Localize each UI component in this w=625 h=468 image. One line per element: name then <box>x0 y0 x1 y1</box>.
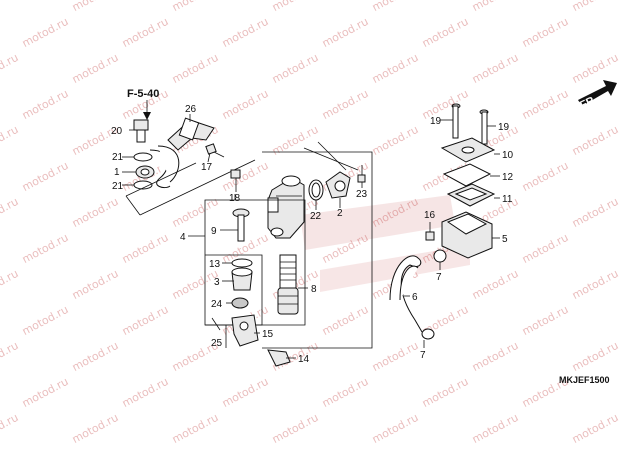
part-joint-15[interactable] <box>231 314 259 347</box>
part-clip-7b[interactable] <box>421 328 435 340</box>
front-direction-arrow-icon <box>578 80 617 106</box>
callout-2[interactable]: 2 <box>337 208 343 219</box>
callout-1[interactable]: 1 <box>114 167 120 178</box>
callout-11[interactable]: 11 <box>502 194 513 205</box>
callout-24[interactable]: 24 <box>211 299 223 310</box>
callout-26[interactable]: 26 <box>185 104 197 115</box>
callout-21a[interactable]: 21 <box>112 152 124 163</box>
part-screw-23[interactable] <box>357 165 366 183</box>
reference-label[interactable]: F-5-40 <box>127 88 159 100</box>
part-boot-3[interactable] <box>231 267 253 291</box>
callout-8[interactable]: 8 <box>311 284 317 295</box>
part-bolt-16[interactable] <box>425 231 435 241</box>
part-bolt-18[interactable] <box>230 169 241 192</box>
callout-21b[interactable]: 21 <box>112 181 124 192</box>
callout-17[interactable]: 17 <box>201 162 213 173</box>
callout-20[interactable]: 20 <box>111 126 123 137</box>
callout-15[interactable]: 15 <box>262 329 274 340</box>
callout-14[interactable]: 14 <box>298 354 310 365</box>
callout-9[interactable]: 9 <box>211 226 217 237</box>
callout-19b[interactable]: 19 <box>498 122 510 133</box>
callout-4[interactable]: 4 <box>180 232 186 243</box>
callout-6[interactable]: 6 <box>412 292 418 303</box>
part-nut-24[interactable] <box>231 297 249 309</box>
part-hose-6[interactable] <box>389 255 423 333</box>
background-logo <box>300 195 470 292</box>
part-cap-10[interactable] <box>440 137 496 163</box>
callout-19a[interactable]: 19 <box>430 116 442 127</box>
callout-25[interactable]: 25 <box>211 338 223 349</box>
callout-10[interactable]: 10 <box>502 150 514 161</box>
part-clevis-14[interactable] <box>267 349 291 367</box>
part-diaphragm-11[interactable] <box>446 183 496 207</box>
part-bolt-20[interactable] <box>133 119 149 143</box>
part-bolt-17[interactable] <box>205 143 225 158</box>
part-pushrod-9[interactable] <box>232 208 250 242</box>
part-oring-22[interactable] <box>308 179 324 201</box>
part-bolt-19a[interactable] <box>451 103 461 139</box>
part-plate-12[interactable] <box>442 163 492 187</box>
callout-7a[interactable]: 7 <box>436 272 442 283</box>
callout-18[interactable]: 18 <box>229 193 241 204</box>
callout-13[interactable]: 13 <box>209 259 221 270</box>
part-washer-21a[interactable] <box>133 152 153 162</box>
part-pin-25[interactable] <box>211 317 221 331</box>
part-clip-7a[interactable] <box>433 249 447 263</box>
diagram-code: MKJEF1500 <box>559 375 610 385</box>
leader-lines <box>122 114 500 359</box>
part-master-cylinder-body[interactable] <box>267 175 305 239</box>
callout-23[interactable]: 23 <box>356 189 368 200</box>
part-bolt-19b[interactable] <box>479 109 489 145</box>
part-hose-upper[interactable] <box>149 117 215 189</box>
callout-22[interactable]: 22 <box>310 211 322 222</box>
callout-7b[interactable]: 7 <box>420 350 426 361</box>
callout-labels: 20 21 1 21 26 17 18 4 9 13 3 24 8 15 25 … <box>111 104 514 365</box>
part-joint-1[interactable] <box>135 165 155 179</box>
part-reservoir-5[interactable] <box>441 211 493 259</box>
callout-16[interactable]: 16 <box>424 210 436 221</box>
part-piston-set-8[interactable] <box>277 254 299 315</box>
part-joint-2[interactable] <box>325 171 351 199</box>
callout-5[interactable]: 5 <box>502 234 508 245</box>
part-circlip-13[interactable] <box>231 258 253 268</box>
callout-3[interactable]: 3 <box>214 277 220 288</box>
callout-12[interactable]: 12 <box>502 172 514 183</box>
